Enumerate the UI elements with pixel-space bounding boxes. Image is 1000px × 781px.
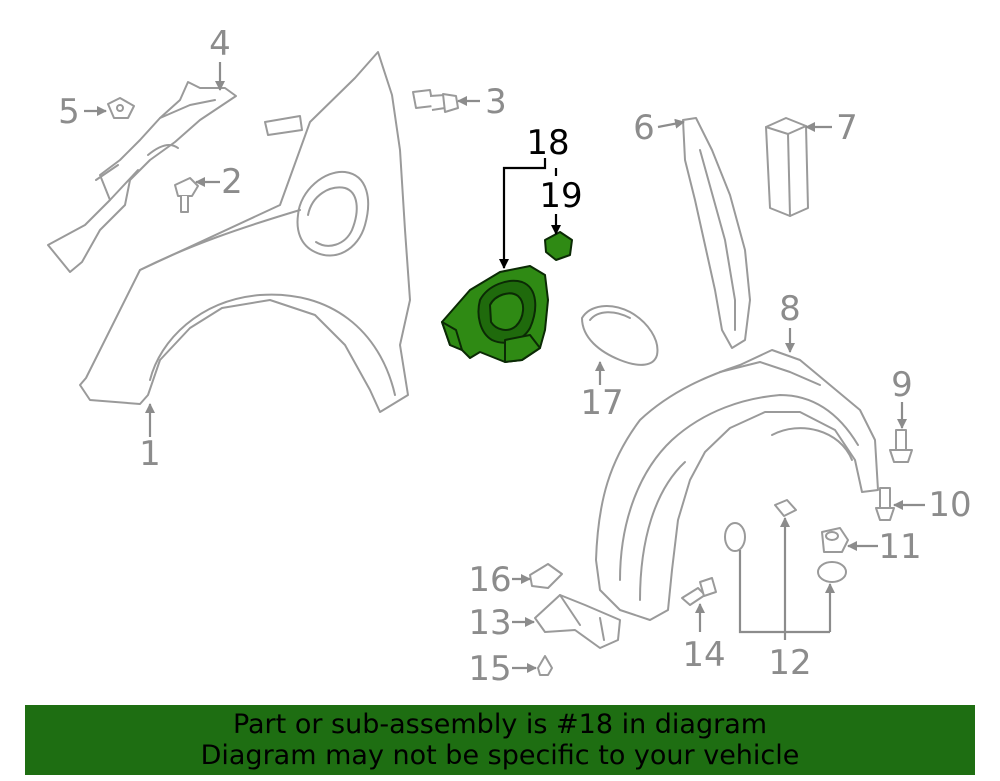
callout-12: 12: [768, 643, 811, 683]
part-11-nut: [821, 527, 849, 553]
part-13-bracket: [534, 594, 621, 649]
banner-line-1: Part or sub-assembly is #18 in diagram: [232, 709, 768, 740]
callout-2: 2: [221, 162, 243, 202]
part-2-bolt: [174, 177, 199, 213]
callout-5: 5: [58, 92, 80, 132]
callout-9: 9: [891, 365, 913, 405]
callout-1: 1: [139, 434, 161, 474]
callout-7: 7: [836, 108, 858, 148]
notice-banner: Part or sub-assembly is #18 in diagram D…: [25, 705, 975, 775]
callout-13: 13: [468, 603, 511, 643]
banner-line-2: Diagram may not be specific to your vehi…: [200, 740, 800, 771]
part-15-clip: [537, 655, 553, 676]
callout-11: 11: [878, 527, 921, 567]
part-18-fuel-door-housing: [441, 265, 549, 363]
part-16-bracket: [529, 563, 563, 589]
part-8-fender-liner: [595, 349, 879, 621]
callout-18: 18: [526, 123, 569, 163]
part-3-bolt: [412, 89, 459, 113]
part-9-pin: [889, 429, 913, 463]
callout-4: 4: [209, 24, 231, 64]
part-14-push-pin: [681, 577, 717, 606]
part-10-pin: [875, 487, 895, 521]
callout-14: 14: [682, 635, 725, 675]
part-12-plugs: [724, 499, 847, 583]
callout-17: 17: [580, 383, 623, 423]
part-5-nut-clip: [107, 97, 135, 119]
callout-3: 3: [485, 82, 507, 122]
part-19-clip: [544, 231, 573, 261]
callout-15: 15: [468, 649, 511, 689]
callout-19: 19: [539, 176, 582, 216]
part-6-molding: [682, 117, 751, 349]
parts-diagram: 1 2 3 4 5 6 7 8 9 10 11 12 13 14 15 16 1…: [47, 24, 972, 689]
callout-8: 8: [779, 289, 801, 329]
part-1-fender: [79, 51, 411, 413]
callout-labels: 1 2 3 4 5 6 7 8 9 10 11 12 13 14 15 16 1…: [58, 24, 971, 689]
callout-10: 10: [928, 485, 971, 525]
part-7-pad: [765, 117, 809, 217]
callout-16: 16: [468, 560, 511, 600]
part-4-fender-bracket: [47, 81, 237, 273]
part-17-fuel-door: [581, 305, 659, 366]
leader-lines: [84, 62, 925, 673]
callout-6: 6: [633, 108, 655, 148]
